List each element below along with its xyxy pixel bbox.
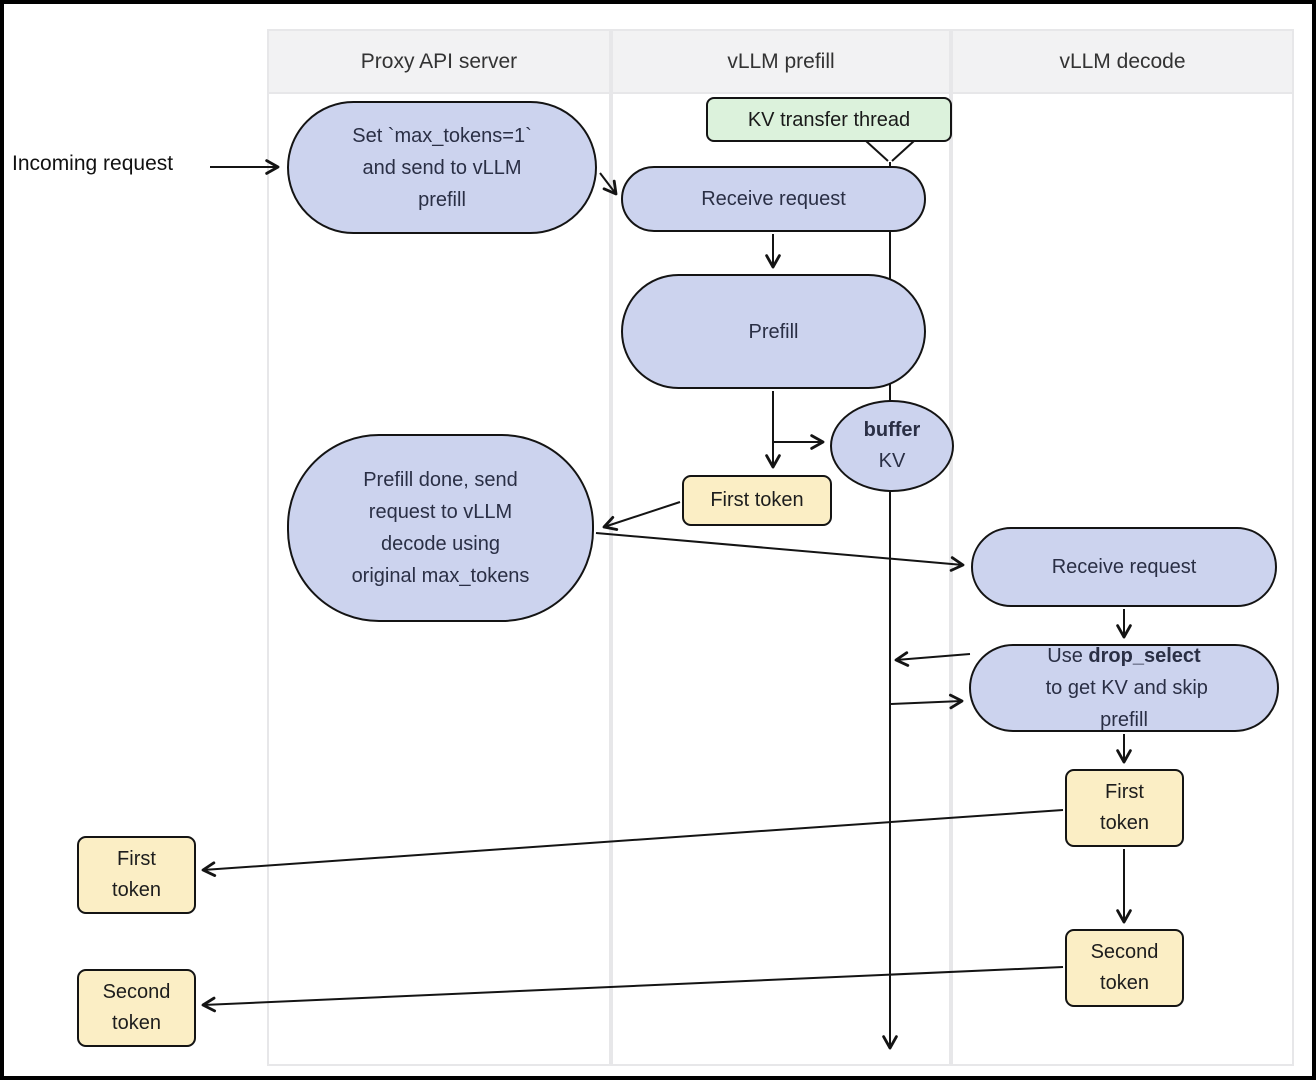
token-second-decode: Second token — [1065, 929, 1184, 1007]
lane-prefill: vLLM prefill — [611, 29, 951, 1066]
node-receive-request-decode-label: Receive request — [1051, 556, 1197, 578]
incoming-request-label: Incoming request — [12, 152, 174, 175]
node-receive-request-decode: Receive request — [971, 527, 1277, 607]
node-buffer-kv: buffer KV — [830, 400, 954, 492]
token-first-output-label: First token — [112, 848, 161, 901]
token-first-prefill-label: First token — [710, 489, 804, 511]
node-buffer-kv-line2: KV — [878, 450, 906, 472]
node-set-max-tokens-label: Set `max_tokens=1` and send to vLLM pref… — [352, 124, 532, 211]
token-second-output: Second token — [77, 969, 196, 1047]
node-drop-select: Use drop_select to get KV and skip prefi… — [969, 644, 1279, 732]
node-prefill-done: Prefill done, send request to vLLM decod… — [287, 434, 594, 622]
node-drop-select-bold: drop_select — [1088, 645, 1201, 667]
column-header-proxy-label: Proxy API server — [360, 49, 518, 73]
token-first-decode: First token — [1065, 769, 1184, 847]
token-first-decode-label: First token — [1100, 781, 1149, 834]
node-buffer-kv-line1: buffer — [863, 419, 921, 441]
token-second-output-label: Second token — [102, 981, 171, 1034]
node-prefill: Prefill — [621, 274, 926, 389]
node-drop-select-pre: Use — [1047, 645, 1089, 667]
node-set-max-tokens: Set `max_tokens=1` and send to vLLM pref… — [287, 101, 597, 234]
note-kv-transfer-thread: KV transfer thread — [706, 97, 952, 142]
token-first-output: First token — [77, 836, 196, 914]
note-kv-transfer-thread-label: KV transfer thread — [747, 108, 911, 131]
node-prefill-done-label: Prefill done, send request to vLLM decod… — [351, 469, 530, 587]
column-header-prefill-label: vLLM prefill — [727, 49, 835, 73]
lane-proxy: Proxy API server — [267, 29, 611, 1066]
node-receive-request-prefill: Receive request — [621, 166, 926, 232]
token-first-prefill: First token — [682, 475, 832, 526]
node-drop-select-text: Use drop_select to get KV and skip prefi… — [1015, 645, 1233, 731]
column-header-decode: vLLM decode — [953, 31, 1292, 94]
node-receive-request-prefill-label: Receive request — [701, 188, 846, 210]
column-header-decode-label: vLLM decode — [1059, 49, 1186, 73]
node-drop-select-post: to get KV and skip prefill — [1040, 677, 1214, 731]
column-header-proxy: Proxy API server — [269, 31, 609, 94]
column-header-prefill: vLLM prefill — [613, 31, 949, 94]
token-second-decode-label: Second token — [1090, 941, 1159, 994]
node-prefill-label: Prefill — [748, 320, 799, 343]
